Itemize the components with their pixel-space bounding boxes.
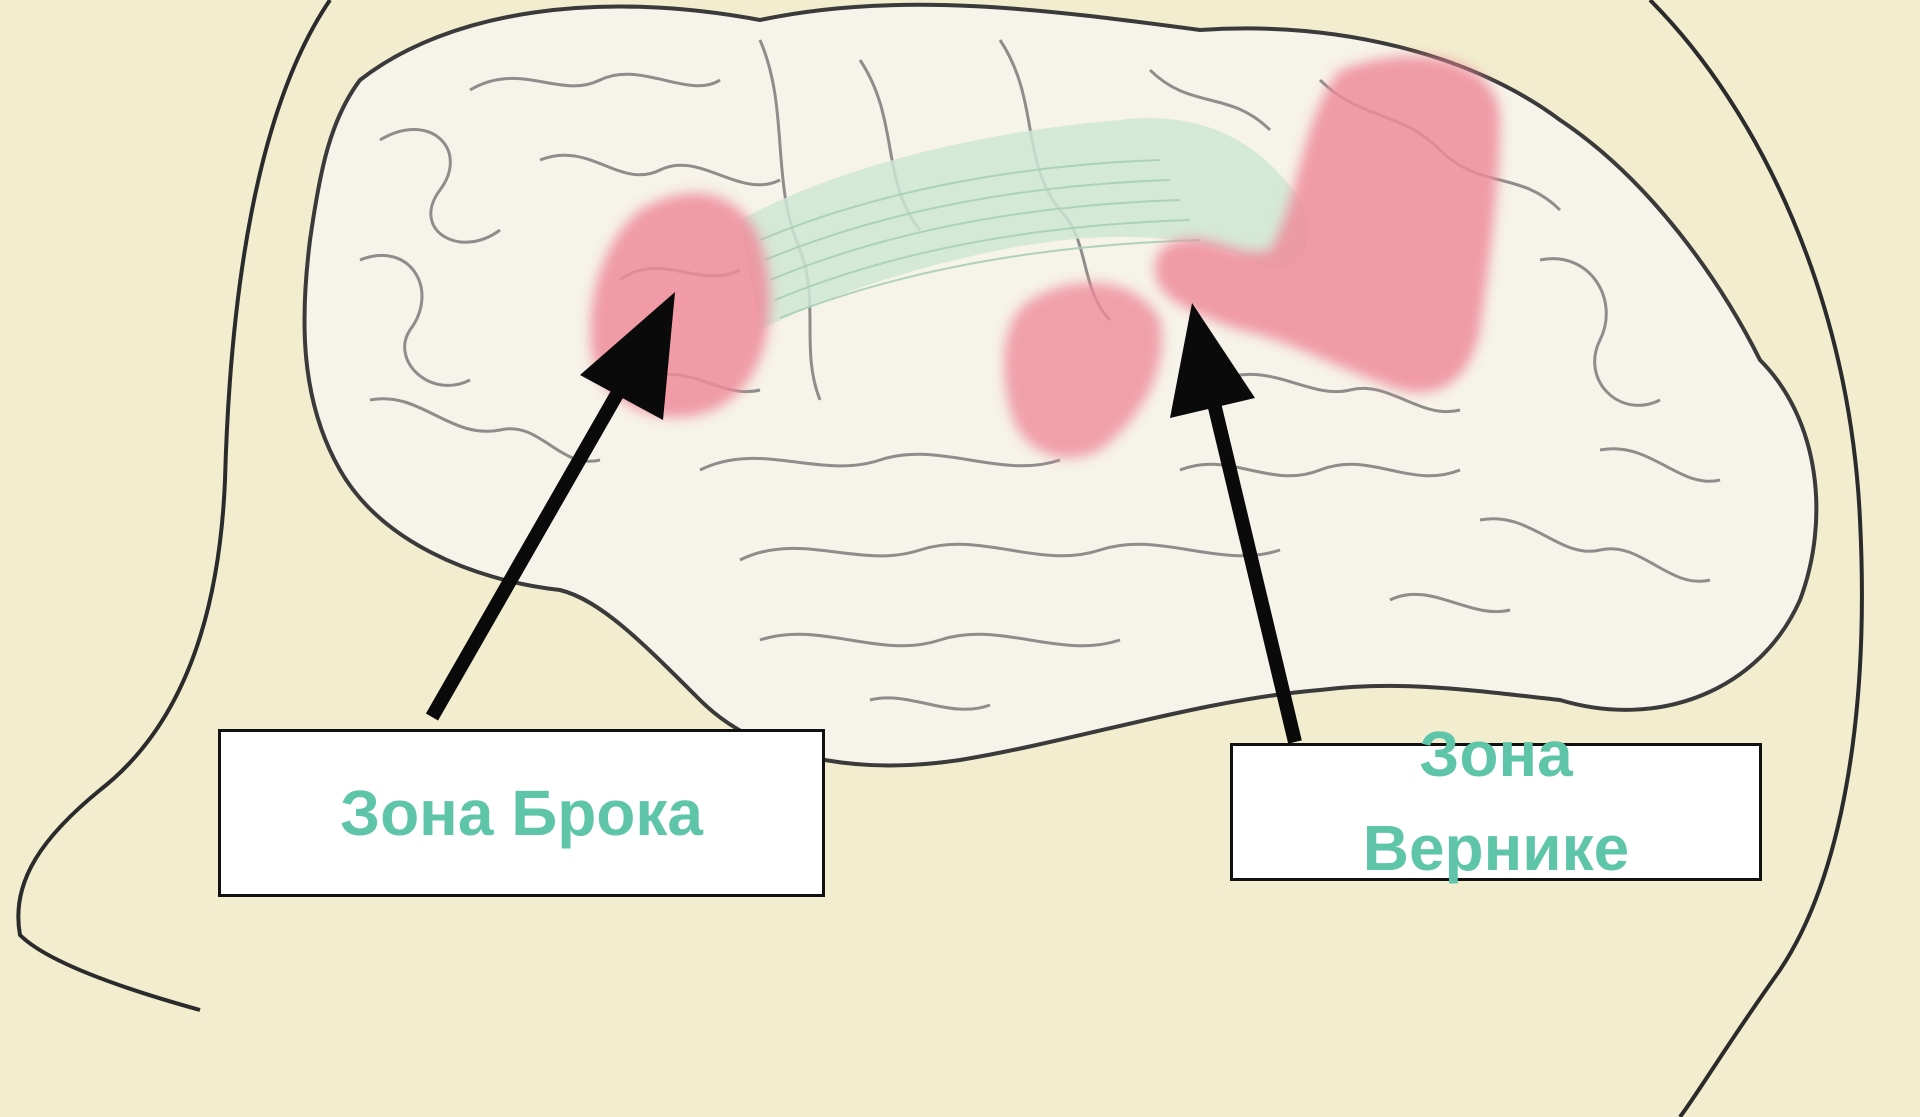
broca-label: Зона Брока [340, 766, 703, 860]
wernicke-label: Зона Вернике [1296, 707, 1696, 895]
broca-label-box: Зона Брока [218, 729, 825, 897]
wernicke-label-box: Зона Вернике [1230, 743, 1762, 881]
